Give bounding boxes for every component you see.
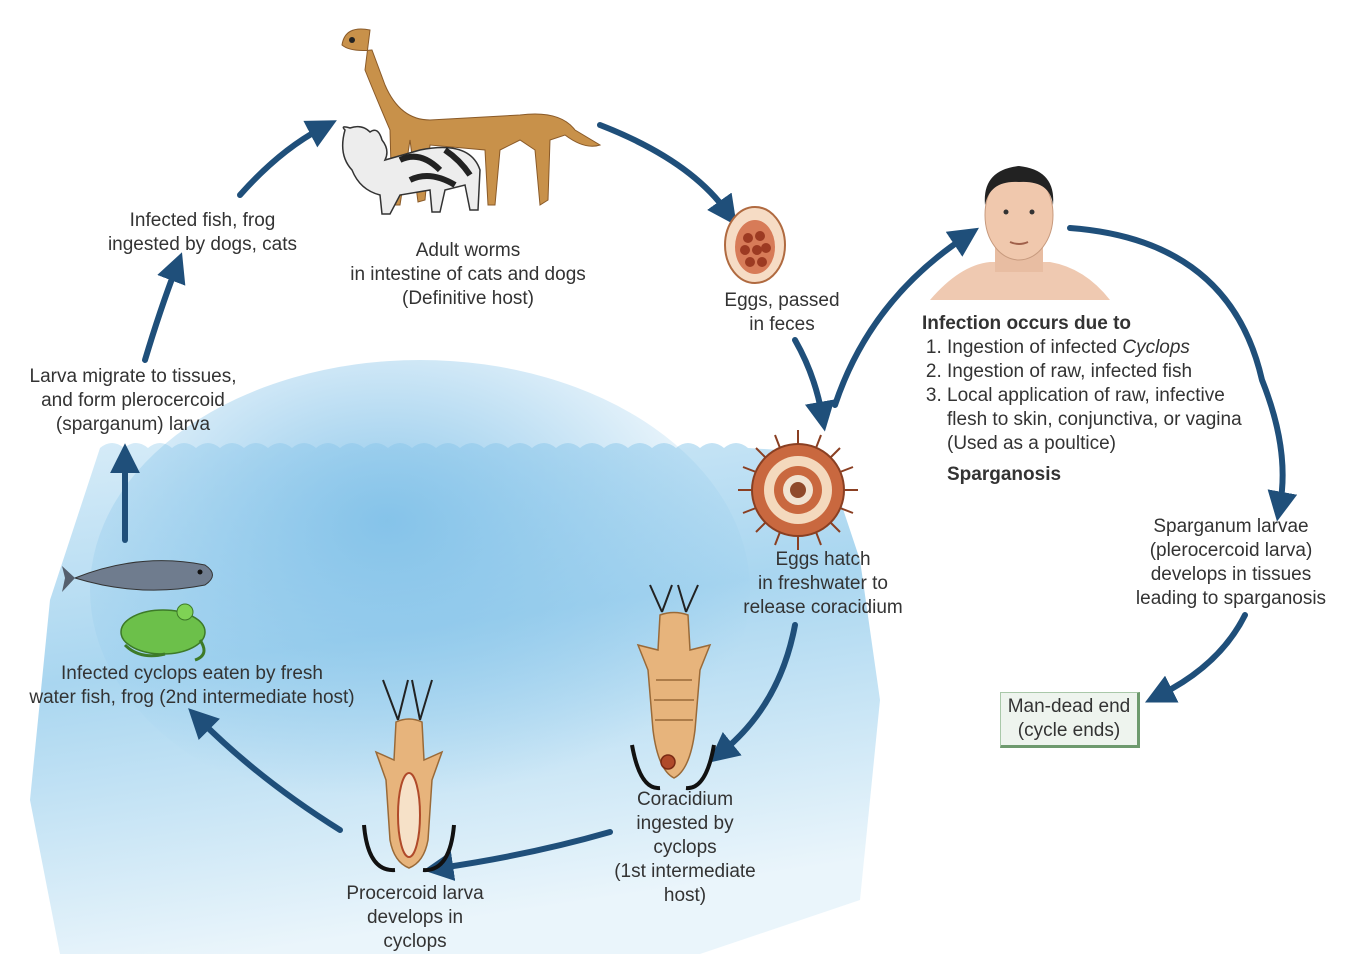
disease-name: Sparganosis — [947, 463, 1267, 487]
arrow-eggs-to-hatch — [795, 340, 822, 415]
human-head-illustration — [930, 166, 1110, 300]
coracidium-illustration — [738, 430, 858, 550]
label-larva-migrate: Larva migrate to tissues,and form pleroc… — [8, 365, 258, 437]
infection-cause-item: Ingestion of infected Cyclops — [947, 336, 1267, 360]
infection-causes-panel: Infection occurs due to Ingestion of inf… — [922, 312, 1267, 487]
arrow-adult-to-eggs — [600, 125, 727, 212]
infection-heading: Infection occurs due to — [922, 312, 1267, 336]
infection-cause-item: Local application of raw, infective fles… — [947, 384, 1267, 456]
arrow-ingested-to-adult — [240, 128, 322, 195]
infection-causes-list: Ingestion of infected Cyclops Ingestion … — [922, 336, 1267, 456]
egg-in-feces-illustration — [725, 207, 785, 283]
arrow-sparganum-to-deadend — [1160, 615, 1245, 695]
arrow-larva-to-ingested — [145, 268, 176, 360]
dead-end-box: Man-dead end(cycle ends) — [1000, 692, 1140, 748]
infection-cause-item: Ingestion of raw, infected fish — [947, 360, 1267, 384]
label-sparganum-larvae: Sparganum larvae(plerocercoid larva)deve… — [1118, 515, 1344, 611]
